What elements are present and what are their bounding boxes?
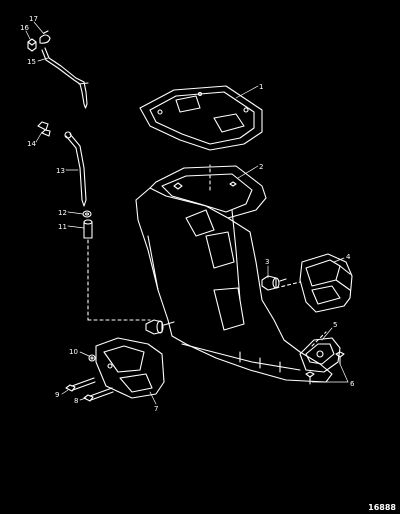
label-13: 13 xyxy=(56,167,65,175)
label-6: 6 xyxy=(350,380,355,388)
label-8: 8 xyxy=(74,397,78,405)
part-7-side-mount xyxy=(95,337,165,399)
label-15: 15 xyxy=(27,58,36,66)
figure-number: 16888 xyxy=(368,503,396,512)
center-mount xyxy=(145,319,175,335)
label-14: 14 xyxy=(27,140,36,148)
part-1-gasket xyxy=(139,85,263,151)
leader-lines xyxy=(25,21,349,405)
part-5-cover xyxy=(299,337,341,373)
part-14-clips xyxy=(37,121,51,137)
callout-labels: 1 2 3 4 5 6 7 8 9 10 11 12 13 14 15 16 1… xyxy=(20,15,355,413)
part-2-driveshaft-housing xyxy=(135,165,333,383)
part-13-shift-shaft xyxy=(64,131,87,207)
label-1: 1 xyxy=(259,83,263,91)
label-17: 17 xyxy=(29,15,38,23)
label-3: 3 xyxy=(265,258,269,266)
label-7: 7 xyxy=(154,405,158,413)
part-9-bolt xyxy=(65,377,96,392)
assembly-guide-lines xyxy=(87,164,327,347)
part-15-shift-rod xyxy=(41,47,89,109)
part-4-side-mount xyxy=(299,253,353,313)
part-6-screws xyxy=(305,351,345,385)
part-10-washer xyxy=(88,354,96,362)
label-16: 16 xyxy=(20,24,29,32)
part-8-bolt xyxy=(83,387,114,402)
label-2: 2 xyxy=(259,163,263,171)
label-10: 10 xyxy=(69,348,78,356)
part-16-screw xyxy=(27,38,37,52)
label-12: 12 xyxy=(58,209,67,217)
label-11: 11 xyxy=(58,223,67,231)
part-17-grommet xyxy=(39,30,51,44)
part-11-bushing xyxy=(83,219,93,239)
label-5: 5 xyxy=(333,321,337,329)
label-4: 4 xyxy=(346,253,351,261)
label-9: 9 xyxy=(55,391,59,399)
